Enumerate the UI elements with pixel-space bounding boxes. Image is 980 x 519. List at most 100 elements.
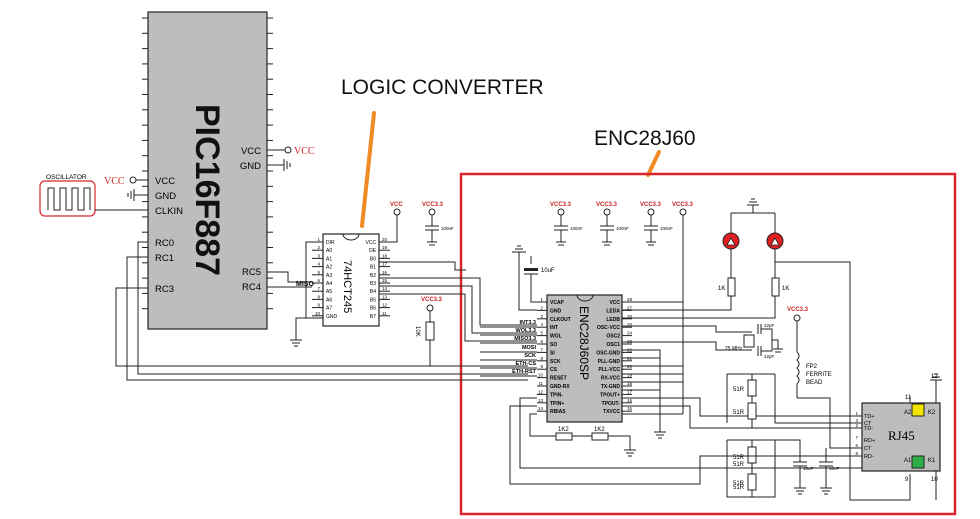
ferrite-cap-2-label: 10nF — [829, 466, 840, 471]
enc-module-label: ENC28J60 — [594, 127, 696, 150]
oscillator-label: OSCILLATOR — [46, 174, 87, 181]
enc-right-pin-label: RX-VCC — [601, 376, 621, 382]
rj45-led-k1: K1 — [928, 458, 936, 464]
buffer-left-pin-num: 8 — [317, 294, 320, 299]
enc-left-pin-label: GND-RX — [550, 384, 570, 390]
rj45-pin-label: RD+ — [864, 438, 875, 444]
ferrite-label-1: FP2 — [806, 364, 818, 370]
enc-body — [546, 294, 623, 423]
pic-left-pin-clkin: CLKIN — [155, 206, 183, 217]
enc-right-pin-label: TPOUT- — [602, 401, 621, 407]
top-cap-label: 100nF — [570, 226, 583, 231]
r51-6-label: 51R — [733, 485, 745, 491]
enc-left-pin-num: 1 — [540, 297, 543, 302]
buffer-miso-label: MISO — [296, 281, 314, 288]
rj45-body — [861, 402, 941, 472]
enc-left-pin-num: 3 — [540, 314, 543, 319]
enc-signal-label: WOL3.3 — [516, 328, 536, 334]
enc-left-pin-num: 11 — [538, 381, 543, 386]
enc-left-pin-num: 4 — [540, 322, 543, 327]
buffer-left-pin-num: 1 — [317, 237, 320, 242]
enc-right-pin-label: VCC — [609, 300, 620, 306]
r51-3-label: 51R — [733, 455, 745, 461]
enc-left-pin-label: TPIN+ — [550, 401, 564, 407]
buffer-left-pin-label: A1 — [326, 256, 332, 262]
enc-module-frame — [459, 172, 957, 516]
pic16f887: PIC16F887 VCC GND CLKIN RC0 RC1 RC3 VCC … — [104, 11, 315, 330]
enc-signal-label: MOSI — [522, 345, 537, 351]
rj45-led-k2: K2 — [928, 410, 936, 416]
crystal-label: 25 MHz — [725, 346, 743, 352]
rj45-top-num-11: 11 — [905, 395, 912, 401]
rj45-pin-label: RD- — [864, 454, 874, 460]
top-vcc33-label: VCC3.3 — [550, 202, 572, 208]
pic-left-pin-rc3: RC3 — [155, 284, 174, 295]
enc-left-pin-num: 2 — [540, 305, 543, 310]
buffer-right-pin-label: B2 — [370, 273, 376, 279]
top-vcc33-label: VCC3.3 — [640, 202, 662, 208]
enc-left-pin-label: TPIN- — [550, 392, 563, 398]
buffer-left-pin-label: A6 — [326, 297, 332, 303]
buffer-right-pin-num: 20 — [382, 237, 388, 242]
buffer-cap-label: 100nF — [441, 226, 454, 231]
enc-right-pin-num: 26 — [627, 314, 633, 319]
buffer-res-label: 10K — [414, 326, 420, 337]
enc-left-pin-num: 7 — [540, 347, 543, 352]
rj45-name: RJ45 — [888, 428, 915, 443]
rj45-pin-num: 8 — [855, 451, 858, 456]
enc-left-pin-label: VCAP — [550, 300, 565, 306]
enc-signal-label: ETH-RST — [512, 369, 536, 375]
enc-signal-label: INT3.3 — [519, 320, 536, 326]
buffer-left-pin-label: A3 — [326, 273, 332, 279]
enc-right-pin-label: LEDA — [606, 308, 620, 314]
r51-4-label: 51R — [733, 481, 745, 487]
enc-right-pin-label: TXVCC — [603, 409, 620, 415]
enc-left-pin-label: RESET — [550, 376, 567, 382]
pic-left-pin-rc0: RC0 — [155, 238, 174, 249]
buffer-right-pin-num: 11 — [382, 311, 387, 316]
enc-left-pin-num: 10 — [538, 373, 544, 378]
buffer-left-pin-num: 5 — [317, 270, 320, 275]
osc-cap-1-label: 22pF — [764, 323, 775, 328]
enc-signal-label: SCK — [524, 353, 536, 359]
rj45-pin-num: 3 — [855, 418, 858, 423]
buffer-left-pin-num: 7 — [317, 286, 320, 291]
enc-right-pin-label: PLL-GND — [598, 359, 621, 365]
enc-vcc-pin-label: VCC3.3 — [672, 202, 694, 208]
buffer-vcc-label: VCC — [390, 202, 403, 208]
rj45-bot-num-10: 10 — [931, 477, 938, 483]
rj45-pin-num: 1 — [855, 411, 858, 416]
buffer-left-pin-num: 10 — [315, 311, 321, 316]
enc-signal-label: ETH-CS — [516, 361, 537, 367]
buffer-right-pin-num: 14 — [382, 286, 388, 291]
enc-right-pin-num: 17 — [627, 389, 633, 394]
r1k2-1-label: 1K2 — [558, 427, 569, 433]
r51-2-label: 51R — [733, 410, 745, 416]
enc-right-pin-num: 16 — [627, 398, 633, 403]
enc-name: ENC28J60SP — [577, 306, 591, 380]
buffer-name: 74HCT245 — [341, 260, 353, 313]
buffer-left-pin-label: A7 — [326, 306, 332, 312]
buffer-vcc33-label: VCC3.3 — [422, 202, 444, 208]
enc-left-pin-label: SCK — [550, 359, 561, 365]
rj45-pin-label: TD- — [864, 426, 873, 432]
rj45-pin-label: TD+ — [864, 414, 875, 420]
enc-left-pin-label: SO — [550, 342, 557, 348]
rj45-pin-num: 6 — [855, 443, 858, 448]
ferrite-vcc33-label: VCC3.3 — [787, 307, 809, 313]
buffer-left-pin-label: A5 — [326, 289, 332, 295]
enc-left-pin-label: CS — [550, 367, 558, 373]
ferrite-label-2: FERRITE — [806, 372, 832, 378]
buffer-right-pin-num: 17 — [382, 262, 388, 267]
buffer-left-pin-label: A4 — [326, 281, 332, 287]
buffer-left-pin-num: 3 — [317, 253, 320, 258]
